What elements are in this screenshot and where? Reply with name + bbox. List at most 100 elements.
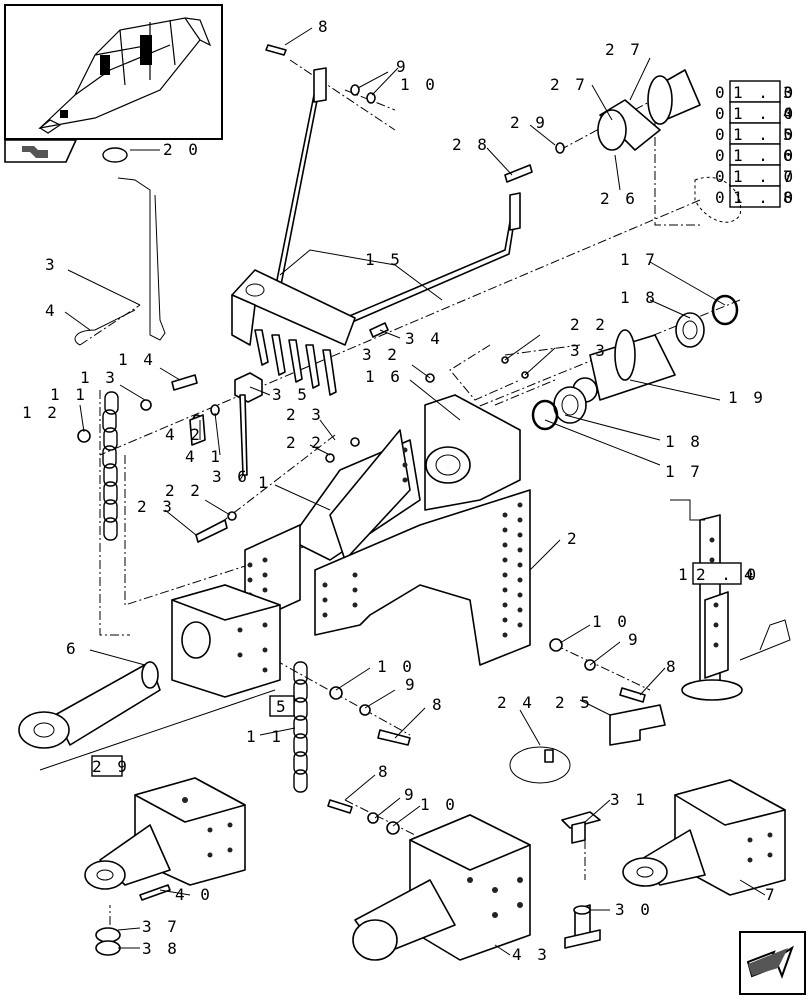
svg-text:4: 4: [783, 104, 796, 123]
callout-30: 3 0: [615, 900, 653, 919]
callout-33: 3 3: [570, 341, 608, 360]
callout-9: 9: [628, 630, 641, 649]
callout-10: 1 0: [400, 75, 438, 94]
callout-7: 7: [765, 885, 778, 904]
svg-text:0: 0: [715, 188, 728, 207]
section-indicator-icon[interactable]: [4, 139, 78, 163]
callout-28: 2 8: [452, 135, 490, 154]
svg-text:1 . 0: 1 . 0: [733, 188, 796, 207]
callout-8: 8: [432, 695, 445, 714]
svg-text:5: 5: [783, 125, 796, 144]
callout-25: 2 5: [555, 693, 593, 712]
bearing[interactable]: [553, 312, 705, 424]
callout-9: 9: [405, 675, 418, 694]
callout-2: 2: [567, 529, 580, 548]
svg-text:5: 5: [276, 697, 289, 716]
lynch-pin[interactable]: [509, 746, 571, 784]
jack-stand[interactable]: 1 2 . 0 4: [670, 499, 791, 701]
callout-26: 2 6: [600, 189, 638, 208]
reference-box-list: 0 1 . 0 3 0 1 . 0 4 0 1 . 0 5 0 1 . 0 6 …: [715, 80, 796, 208]
callout-27: 2 7: [605, 40, 643, 59]
svg-text:2 9: 2 9: [92, 757, 130, 776]
mounting-plate[interactable]: [609, 704, 666, 746]
callout-8: 8: [378, 762, 391, 781]
reference-box-item[interactable]: 0 1 . 0 8: [715, 185, 796, 208]
callout-18: 1 8: [620, 288, 658, 307]
svg-text:1 . 0: 1 . 0: [733, 83, 796, 102]
callout-9: 9: [396, 57, 409, 76]
callout-29: 2 9: [510, 113, 548, 132]
callout-18: 1 8: [665, 432, 703, 451]
callout-10: 1 0: [420, 795, 458, 814]
callout-38: 3 8: [142, 939, 180, 958]
reference-box-item[interactable]: 0 1 . 0 7: [715, 164, 796, 187]
svg-text:0: 0: [715, 146, 728, 165]
callout-12: 1 2: [22, 403, 60, 422]
svg-text:1: 1: [678, 565, 691, 584]
callout-40: 4 0: [175, 885, 213, 904]
svg-text:1 . 0: 1 . 0: [733, 104, 796, 123]
callout-13: 1 3: [80, 368, 118, 387]
callout-8: 8: [666, 657, 679, 676]
callout-19: 1 9: [728, 388, 766, 407]
coupling[interactable]: [597, 69, 742, 223]
callout-17: 1 7: [620, 250, 658, 269]
callout-43: 4 3: [512, 945, 550, 964]
callout-23: 2 3: [137, 497, 175, 516]
next-page-arrow-icon[interactable]: [739, 931, 806, 995]
machine-thumbnail: [4, 4, 223, 140]
svg-text:7: 7: [783, 167, 796, 186]
eye-hitch-variant[interactable]: [622, 779, 786, 896]
callout-42: 4 2: [165, 425, 203, 444]
hitch-pin[interactable]: [561, 811, 601, 949]
callout-20: 2 0: [163, 140, 201, 159]
callout-23: 2 3: [286, 405, 324, 424]
svg-text:1 . 0: 1 . 0: [733, 146, 796, 165]
callout-4: 4: [45, 301, 58, 320]
drawbar-housing[interactable]: [39, 584, 281, 771]
reference-box-5[interactable]: 5: [269, 695, 295, 717]
callout-31: 3 1: [610, 790, 648, 809]
callout-36: 3 6: [212, 467, 250, 486]
hitch-arm-assembly[interactable]: [231, 67, 521, 396]
spring-pin[interactable]: [74, 309, 136, 346]
retaining-rod[interactable]: [102, 147, 166, 341]
callout-10: 1 0: [377, 657, 415, 676]
callout-27: 2 7: [550, 75, 588, 94]
svg-text:0: 0: [715, 83, 728, 102]
snap-ring[interactable]: [531, 294, 739, 431]
support-bracket[interactable]: [189, 372, 263, 476]
pto-shaft[interactable]: [572, 329, 676, 403]
callout-3: 3: [45, 255, 58, 274]
callout-35: 3 5: [272, 385, 310, 404]
callout-34: 3 4: [405, 329, 443, 348]
safety-chain[interactable]: [102, 391, 308, 793]
callout-labels: 8 9 1 0 2 7 2 7 2 9 2 8 2 6 2 0 1 5 1 7 …: [22, 17, 778, 964]
svg-text:0: 0: [715, 125, 728, 144]
callout-22: 2 2: [570, 315, 608, 334]
reference-box-item[interactable]: 0 1 . 0 4: [715, 101, 796, 124]
callout-11: 1 1: [50, 385, 88, 404]
svg-text:1 . 0: 1 . 0: [733, 125, 796, 144]
svg-text:0: 0: [715, 104, 728, 123]
svg-text:3: 3: [783, 83, 796, 102]
svg-text:2 . 0: 2 . 0: [696, 565, 759, 584]
ball-hitch-variant[interactable]: [352, 814, 531, 961]
hitch-clevis-variant[interactable]: [84, 777, 246, 956]
drawbar-eye[interactable]: [18, 661, 161, 749]
callout-17: 1 7: [665, 462, 703, 481]
callout-15: 1 5: [365, 250, 403, 269]
reference-box-item[interactable]: 0 1 . 0 3: [715, 80, 796, 103]
reference-box-item[interactable]: 0 1 . 0 5: [715, 122, 796, 145]
svg-text:4: 4: [744, 565, 757, 584]
reference-box-item[interactable]: 0 1 . 0 6: [715, 143, 796, 166]
callout-22: 2 2: [165, 481, 203, 500]
callout-41: 4 1: [185, 447, 223, 466]
callout-10: 1 0: [592, 612, 630, 631]
callout-37: 3 7: [142, 917, 180, 936]
svg-text:1 . 0: 1 . 0: [733, 167, 796, 186]
reference-box-29[interactable]: 2 9: [91, 755, 130, 777]
svg-text:8: 8: [783, 188, 796, 207]
bolt[interactable]: [171, 44, 646, 814]
